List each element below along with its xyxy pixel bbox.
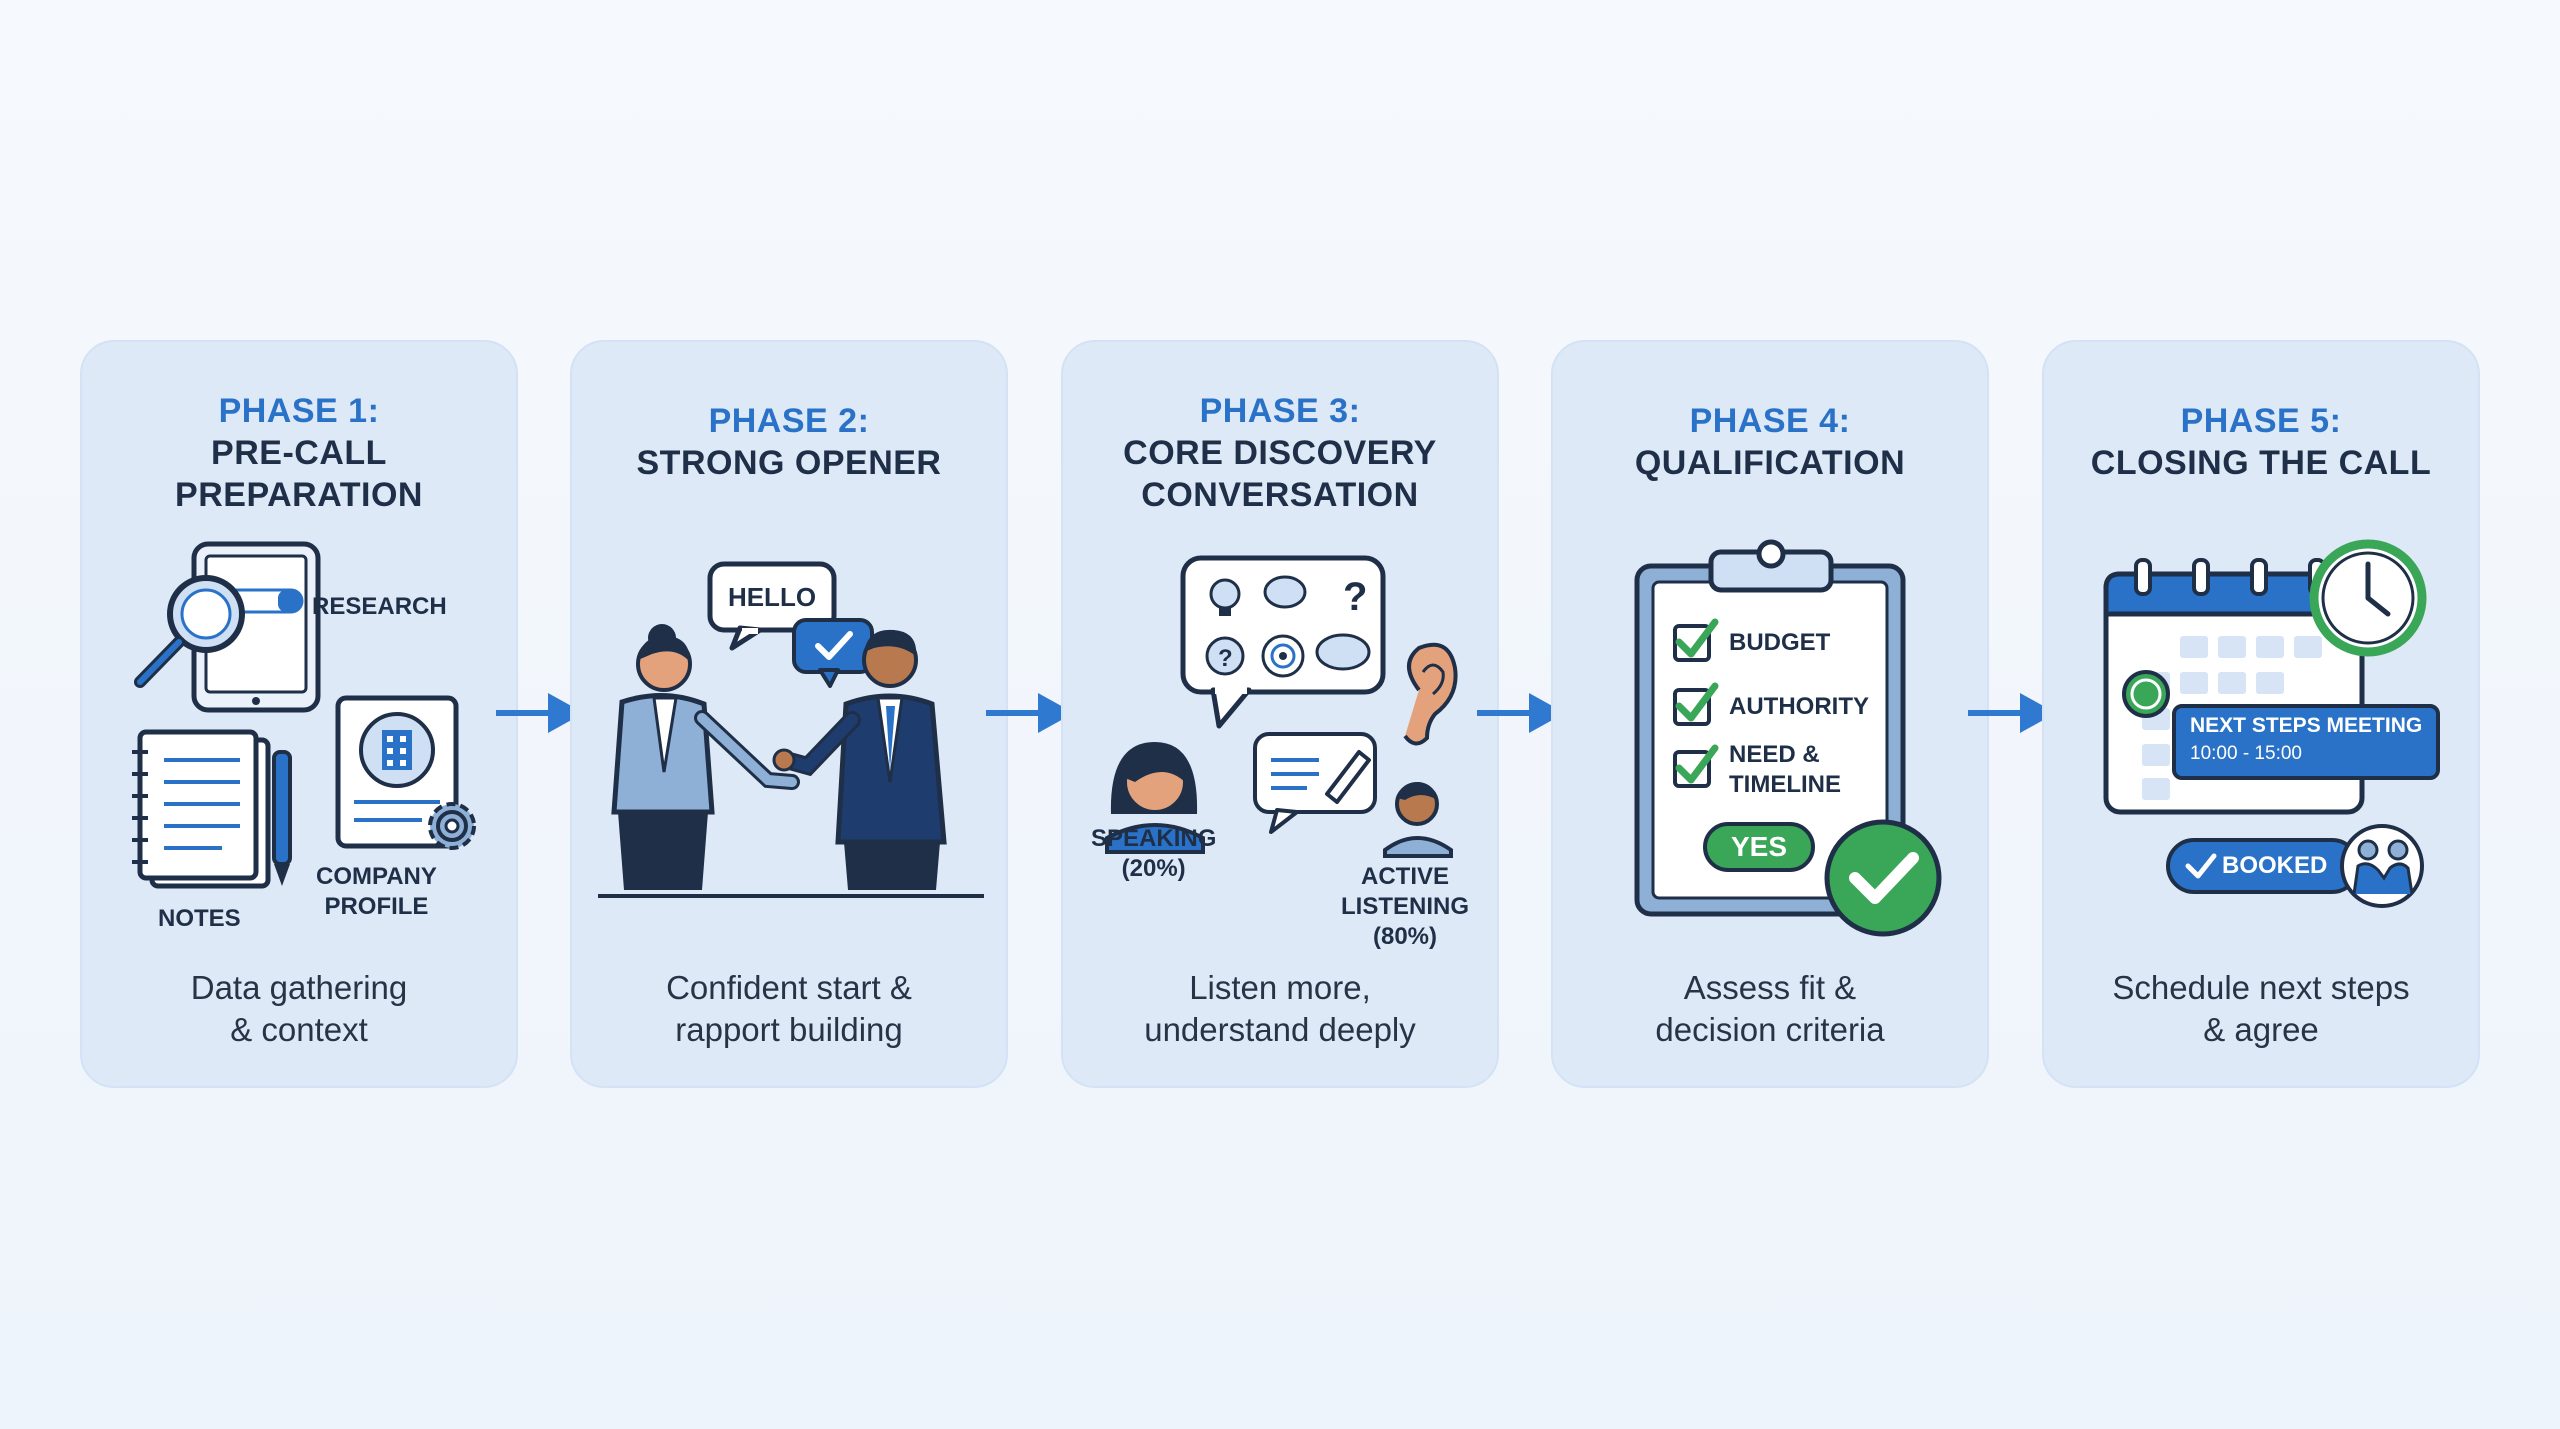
- research-illustration: [132, 541, 476, 889]
- speaking-person-icon: [1105, 742, 1205, 854]
- phase-description: Data gathering & context: [190, 969, 408, 1048]
- company-profile-icon: [335, 695, 459, 849]
- flow-arrow-icon: [496, 693, 584, 733]
- phase-title: QUALIFICATION: [1634, 444, 1906, 482]
- ear-icon: [1403, 642, 1458, 746]
- phase-description: Confident start & rapport building: [666, 969, 912, 1048]
- meeting-time-label: 10:00 - 15:00: [2190, 743, 2302, 764]
- phase-title: CORE DISCOVERY CONVERSATION: [1123, 434, 1437, 514]
- clock-icon: [2309, 539, 2427, 657]
- phase-title: CLOSING THE CALL: [2090, 444, 2432, 482]
- phase-heading: PHASE 1: PRE-CALL PREPARATION: [82, 390, 516, 516]
- phase-description: Assess fit & decision criteria: [1655, 969, 1885, 1048]
- magnifier-icon: [134, 575, 245, 688]
- speaking-label: SPEAKING (20%): [1091, 825, 1217, 882]
- authority-label: AUTHORITY: [1729, 693, 1869, 720]
- phase-heading: PHASE 2: STRONG OPENER: [572, 400, 1006, 484]
- budget-label: BUDGET: [1729, 629, 1831, 656]
- notes-bubble-icon: [1253, 732, 1377, 834]
- phase-card-3: PHASE 3: CORE DISCOVERY CONVERSATION ? ?: [1061, 340, 1499, 1088]
- flow-arrow-icon: [1968, 693, 2056, 733]
- checkbox-need-timeline-icon: [1673, 744, 1719, 788]
- phase-title: PRE-CALL PREPARATION: [175, 434, 423, 514]
- hello-label: HELLO: [727, 582, 817, 612]
- phase-card-1: PHASE 1: PRE-CALL PREPARATION: [80, 340, 518, 1088]
- check-bubble-icon: [792, 618, 874, 688]
- qualification-clipboard-illustration: [1634, 539, 1942, 937]
- phase-card-5: PHASE 5: CLOSING THE CALL: [2042, 340, 2480, 1088]
- approved-check-icon: [1824, 819, 1942, 937]
- phase-label: PHASE 5:: [2180, 402, 2342, 440]
- phase-description: Schedule next steps & agree: [2112, 969, 2410, 1048]
- man-figure-icon: [772, 629, 947, 890]
- gear-icon: [428, 802, 476, 850]
- phase-heading: PHASE 4: QUALIFICATION: [1553, 400, 1987, 484]
- flow-arrow-icon: [1477, 693, 1565, 733]
- ideas-bubble-icon: ? ?: [1180, 555, 1386, 729]
- flow-arrow-icon: [986, 693, 1074, 733]
- phase-heading: PHASE 5: CLOSING THE CALL: [2044, 400, 2478, 484]
- pen-icon: [272, 750, 292, 886]
- woman-figure-icon: [611, 624, 800, 890]
- checkbox-budget-icon: [1673, 618, 1719, 662]
- phase-card-2: PHASE 2: STRONG OPENER: [570, 340, 1008, 1088]
- phase-title: STRONG OPENER: [636, 444, 942, 482]
- svg-text:?: ?: [1343, 575, 1367, 619]
- phase-description: Listen more, understand deeply: [1144, 969, 1416, 1048]
- scheduling-calendar-illustration: [2103, 539, 2440, 908]
- need-timeline-label: NEED & TIMELINE: [1729, 741, 1841, 798]
- active-listening-label: ACTIVE LISTENING (80%): [1341, 863, 1470, 950]
- speech-bubble-icon: [707, 561, 837, 651]
- yes-pill-icon: [1703, 822, 1815, 872]
- phase-label: PHASE 3:: [1199, 392, 1361, 430]
- notes-label: NOTES: [158, 905, 241, 932]
- booked-label: BOOKED: [2222, 852, 2328, 879]
- handshake-conversation-illustration: [598, 561, 984, 898]
- phase-label: PHASE 2:: [708, 402, 870, 440]
- meeting-event-icon: [2172, 704, 2440, 780]
- checkbox-authority-icon: [1673, 682, 1719, 726]
- phase-heading: PHASE 3: CORE DISCOVERY CONVERSATION: [1063, 390, 1497, 516]
- handshake-icon: [2340, 824, 2424, 908]
- phase-card-4: PHASE 4: QUALIFICATION BUDGET AUTHORITY …: [1551, 340, 1989, 1088]
- svg-text:?: ?: [1218, 645, 1233, 672]
- meeting-title-label: NEXT STEPS MEETING: [2190, 714, 2423, 737]
- phase-label: PHASE 4:: [1689, 402, 1851, 440]
- discovery-conversation-illustration: ? ?: [1105, 555, 1458, 858]
- notebook-icon: [132, 729, 271, 889]
- research-label: RESEARCH: [312, 593, 447, 620]
- yes-label: YES: [1730, 831, 1788, 862]
- listening-person-icon: [1383, 782, 1453, 858]
- phase-label: PHASE 1:: [218, 392, 380, 430]
- company-profile-label: COMPANY PROFILE: [316, 863, 437, 920]
